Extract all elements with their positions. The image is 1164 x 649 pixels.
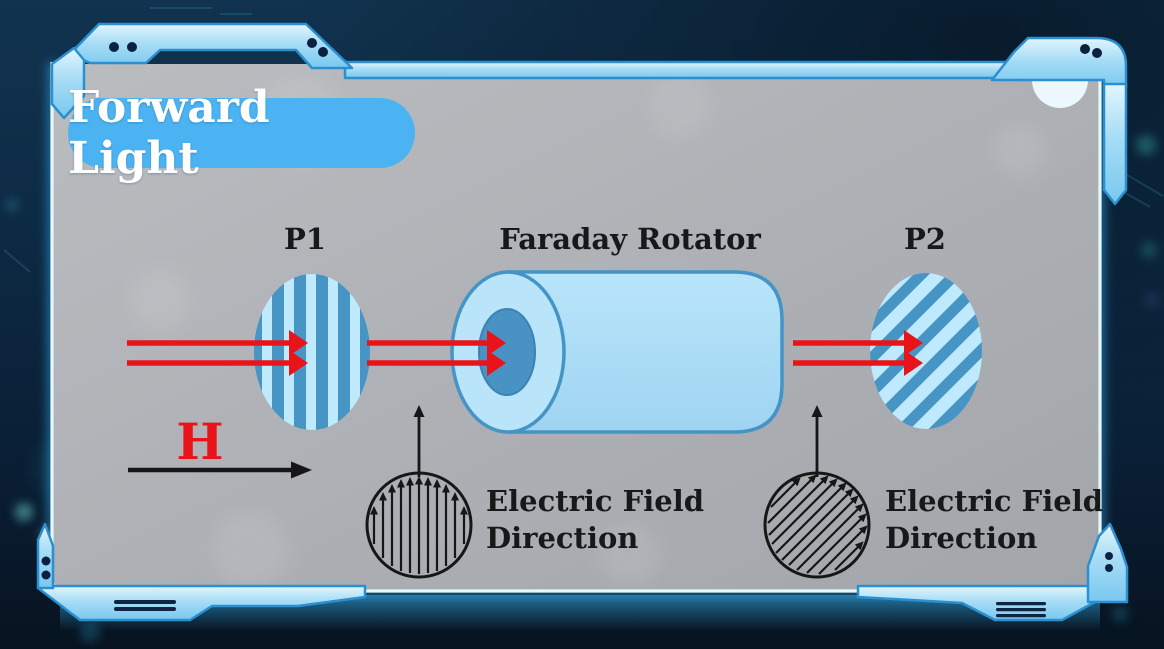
frame-right-strip: [1102, 82, 1128, 206]
polarizer-p2-label: P2: [904, 222, 946, 256]
rivet-dots: [41, 38, 1113, 580]
polarizer-p1-label: P1: [284, 222, 326, 256]
frame-top-band: [343, 60, 1010, 80]
forward-light-badge: Forward Light: [68, 82, 415, 184]
electric-field-caption-right-line2: Direction: [885, 521, 1038, 555]
field-circle-right: [763, 405, 871, 579]
vent-lines: [114, 600, 1046, 618]
field-circle-left: [365, 405, 473, 579]
polarizer-p1-vertical: [254, 274, 370, 430]
frame-top-left: [68, 22, 354, 70]
magnetic-field-label: H: [176, 412, 224, 471]
frame-bottom-right-bracket: [1086, 522, 1129, 604]
light-ray-arrows: [127, 330, 923, 376]
panel-highlights: [130, 73, 1046, 588]
faraday-rotator-cylinder: [450, 270, 784, 434]
electric-field-caption-right: Electric Field Direction: [885, 483, 1103, 557]
rotator-core: [478, 308, 536, 396]
polarizer-p2-diagonal: [870, 273, 982, 429]
electric-field-caption-left-line1: Electric Field: [486, 484, 705, 518]
frame-bottom-left-bar: [36, 584, 367, 622]
electric-field-caption-right-line1: Electric Field: [885, 484, 1104, 518]
sci-fi-frame: [36, 22, 1129, 622]
faraday-rotator-label: Faraday Rotator: [499, 222, 761, 256]
electric-field-caption-left-line2: Direction: [486, 521, 639, 555]
electric-field-caption-left: Electric Field Direction: [486, 483, 704, 557]
